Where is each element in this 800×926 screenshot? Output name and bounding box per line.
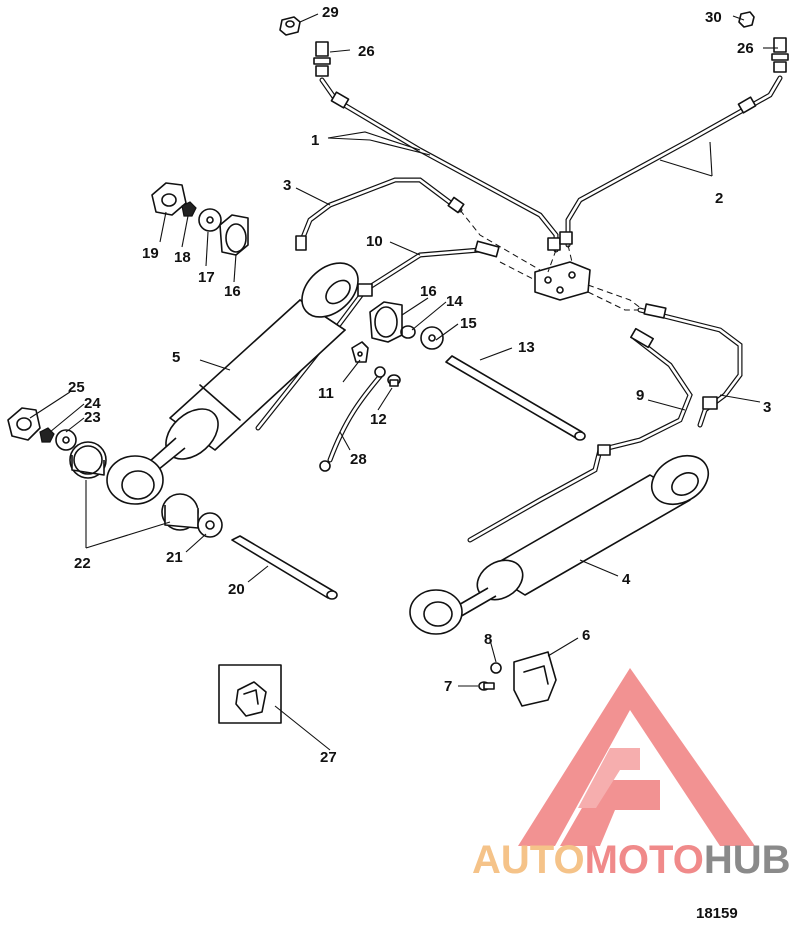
- callout-15: 15: [460, 315, 477, 332]
- callout-20: 20: [228, 581, 245, 598]
- callout-21: 21: [166, 549, 183, 566]
- hydraulic-tube-1: [319, 77, 561, 253]
- hydraulic-tube-2: [559, 75, 783, 248]
- callout-16-middle: 16: [420, 283, 437, 300]
- callout-1: 1: [311, 132, 319, 149]
- callout-19: 19: [142, 245, 159, 262]
- callout-6: 6: [582, 627, 590, 644]
- callout-24: 24: [84, 395, 101, 412]
- callout-9: 9: [636, 387, 644, 404]
- tie-rod-13: [445, 355, 586, 441]
- washer-17: [198, 208, 222, 232]
- hydraulic-tube-3-left: [295, 177, 465, 251]
- nut-19: [151, 182, 187, 216]
- callout-30: 30: [705, 9, 722, 26]
- washer-23: [55, 429, 77, 451]
- washer-21: [197, 512, 223, 538]
- bushing-16-middle: [369, 301, 403, 343]
- dash-line: [547, 249, 557, 273]
- dash-line: [499, 261, 536, 281]
- watermark-text: AUTOMOTOHUB: [472, 838, 791, 882]
- callout-8: 8: [484, 631, 492, 648]
- nut-25: [7, 407, 41, 441]
- ground-strap-28: [319, 366, 386, 472]
- callout-16-upper: 16: [224, 283, 241, 300]
- inset-box-27: [218, 664, 282, 724]
- fitting-26-right: [771, 37, 789, 73]
- callout-22: 22: [74, 555, 91, 572]
- washer-8: [490, 662, 502, 674]
- fitting-29: [279, 16, 301, 36]
- callout-4: 4: [622, 571, 631, 588]
- steering-cylinder-4: [409, 454, 710, 635]
- dash-line: [587, 291, 640, 311]
- nut-18: [181, 201, 197, 217]
- watermark-logo: [518, 668, 755, 846]
- watermark-moto: MOTO: [585, 838, 704, 882]
- bushing-22-upper: [69, 441, 107, 479]
- callout-18: 18: [174, 249, 191, 266]
- callout-13: 13: [518, 339, 535, 356]
- callout-23: 23: [84, 409, 101, 426]
- callout-10: 10: [366, 233, 383, 250]
- callout-7: 7: [444, 678, 452, 695]
- steering-cylinder-5: [139, 262, 359, 479]
- leader-lines: [29, 13, 778, 751]
- callout-26-left: 26: [358, 43, 375, 60]
- washer-15: [420, 326, 444, 350]
- callout-28: 28: [350, 451, 367, 468]
- callout-3-left: 3: [283, 177, 291, 194]
- screw-7: [478, 681, 495, 691]
- hose-10: [255, 240, 500, 431]
- callout-14: 14: [446, 293, 463, 310]
- callout-26-right: 26: [737, 40, 754, 57]
- dash-line: [567, 244, 573, 263]
- hose-9: [467, 327, 693, 543]
- tie-rod-20: [231, 535, 338, 600]
- hydraulic-tube-3-right: [637, 303, 743, 428]
- callout-5: 5: [172, 349, 180, 366]
- clip-6: [513, 651, 557, 707]
- callout-3-right: 3: [763, 399, 771, 416]
- fitting-26-left: [313, 41, 331, 77]
- ring-14: [400, 325, 416, 339]
- bushing-22-lower: [161, 493, 199, 531]
- callout-17: 17: [198, 269, 215, 286]
- bracket-11: [351, 341, 369, 363]
- callout-11: 11: [318, 385, 334, 402]
- watermark-auto: AUTO: [472, 838, 585, 882]
- callout-2: 2: [715, 190, 723, 207]
- callout-25: 25: [68, 379, 85, 396]
- cylinder-end-eye: [106, 455, 164, 505]
- bushing-16-upper: [219, 214, 249, 256]
- callout-29: 29: [322, 4, 339, 21]
- figure-number: 18159: [696, 905, 738, 922]
- dash-line: [459, 209, 541, 271]
- callout-12: 12: [370, 411, 387, 428]
- callout-labels: 29 30 26 26 1 2 3 3 10 16 14 15 13 9 4 5…: [68, 4, 771, 766]
- callout-27: 27: [320, 749, 337, 766]
- valve-block: [534, 261, 591, 301]
- screw-12: [387, 374, 401, 387]
- fitting-30: [738, 11, 755, 28]
- watermark-hub: HUB: [704, 838, 791, 882]
